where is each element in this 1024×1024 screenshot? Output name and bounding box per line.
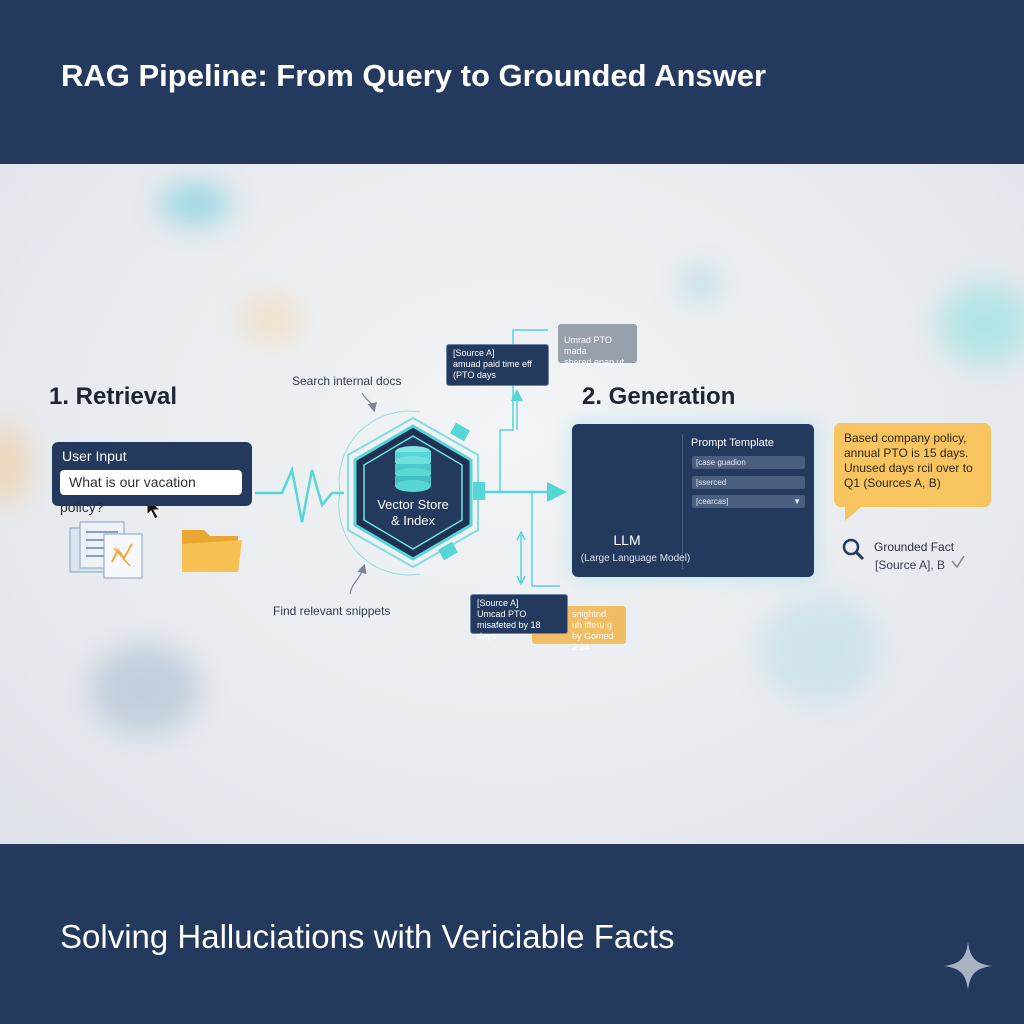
bokeh-blob	[160, 184, 230, 224]
answer-bubble: Based company policy, annual PTO is 15 d…	[834, 423, 991, 507]
checkmark-icon	[951, 555, 965, 569]
llm-divider	[682, 434, 683, 569]
folder-icon	[182, 530, 242, 572]
user-input-label: User Input	[62, 448, 127, 464]
prompt-template-label: Prompt Template	[691, 437, 774, 449]
grounded-fact-sources: [Source A], B	[875, 558, 946, 572]
chevron-down-icon: ▼	[793, 497, 801, 506]
llm-panel: LLM (Large Language Model) Prompt Templa…	[572, 424, 814, 577]
bokeh-blob	[90, 644, 200, 734]
snippet-card: [Source A] amuad paid time eff (PTO days	[446, 344, 549, 386]
signal-pulse-connector	[255, 465, 344, 523]
snippet-branch-up	[499, 329, 548, 492]
bokeh-blob	[760, 594, 880, 704]
snippet-source: [Source A]	[453, 348, 495, 358]
vector-store-hexagon	[347, 416, 485, 569]
retrieval-heading: 1. Retrieval	[49, 383, 178, 410]
bokeh-blob	[240, 294, 300, 344]
snippet-text: Umrad PTO mada	[564, 335, 612, 356]
header-band: RAG Pipeline: From Query to Grounded Ans…	[0, 0, 1024, 164]
prompt-field: [sserced	[692, 476, 805, 489]
generation-heading: 2. Generation	[582, 383, 736, 410]
find-caption: Find relevant snippets	[273, 604, 391, 618]
snippet-text: by Gomed 2 14	[572, 631, 614, 652]
snippet-text: amuad paid time eff (PTO days	[453, 359, 532, 380]
find-caption-arrow	[349, 563, 367, 595]
user-input-panel: User Input What is our vacation policy?	[52, 442, 252, 515]
answer-bubble-tail	[845, 505, 863, 521]
snippet-spacer	[564, 327, 631, 335]
vector-store-label-line2: & Index	[390, 513, 436, 528]
database-icon	[395, 446, 431, 492]
vector-store-label-line1: Vector Store	[377, 497, 449, 512]
documents-icon	[69, 521, 143, 579]
snippet-card: [Source A] Umcad PTO misafeted by 18 day…	[470, 594, 568, 641]
search-caption-arrow	[361, 392, 377, 413]
llm-label: LLM	[613, 532, 641, 548]
query-field[interactable]: What is our vacation policy?	[60, 470, 242, 515]
vector-store-label: Vector Store & Index	[360, 497, 466, 529]
prompt-select: [cearcas] ▼	[692, 495, 805, 508]
grounded-fact-label: Grounded Fact	[874, 540, 955, 554]
sparkle-icon	[944, 942, 992, 990]
page-title: RAG Pipeline: From Query to Grounded Ans…	[61, 58, 767, 93]
snippet-text: Umcad PTO misafeted by 18 days	[477, 609, 541, 641]
footer-band: Solving Halluciations with Vericiable Fa…	[0, 844, 1024, 1024]
snippet-text: snightnd	[572, 609, 607, 619]
llm-sublabel: (Large Language Model)	[580, 553, 691, 564]
prompt-field: [case guadion	[692, 456, 805, 469]
snippet-text: shered enap ut	[564, 357, 625, 367]
footer-subtitle: Solving Halluciations with Vericiable Fa…	[60, 918, 675, 955]
snippet-text: uh ifferu g	[572, 620, 612, 630]
prompt-select-value: [cearcas]	[696, 497, 729, 506]
search-caption: Search internal docs	[292, 374, 402, 388]
snippet-card: Umrad PTO mada shered enap ut	[558, 324, 637, 367]
magnifier-icon	[842, 538, 865, 561]
bokeh-blob	[680, 264, 720, 304]
snippet-source: [Source A]	[477, 598, 519, 608]
bokeh-blob	[940, 284, 1024, 364]
snippet-branch-down	[531, 492, 560, 587]
